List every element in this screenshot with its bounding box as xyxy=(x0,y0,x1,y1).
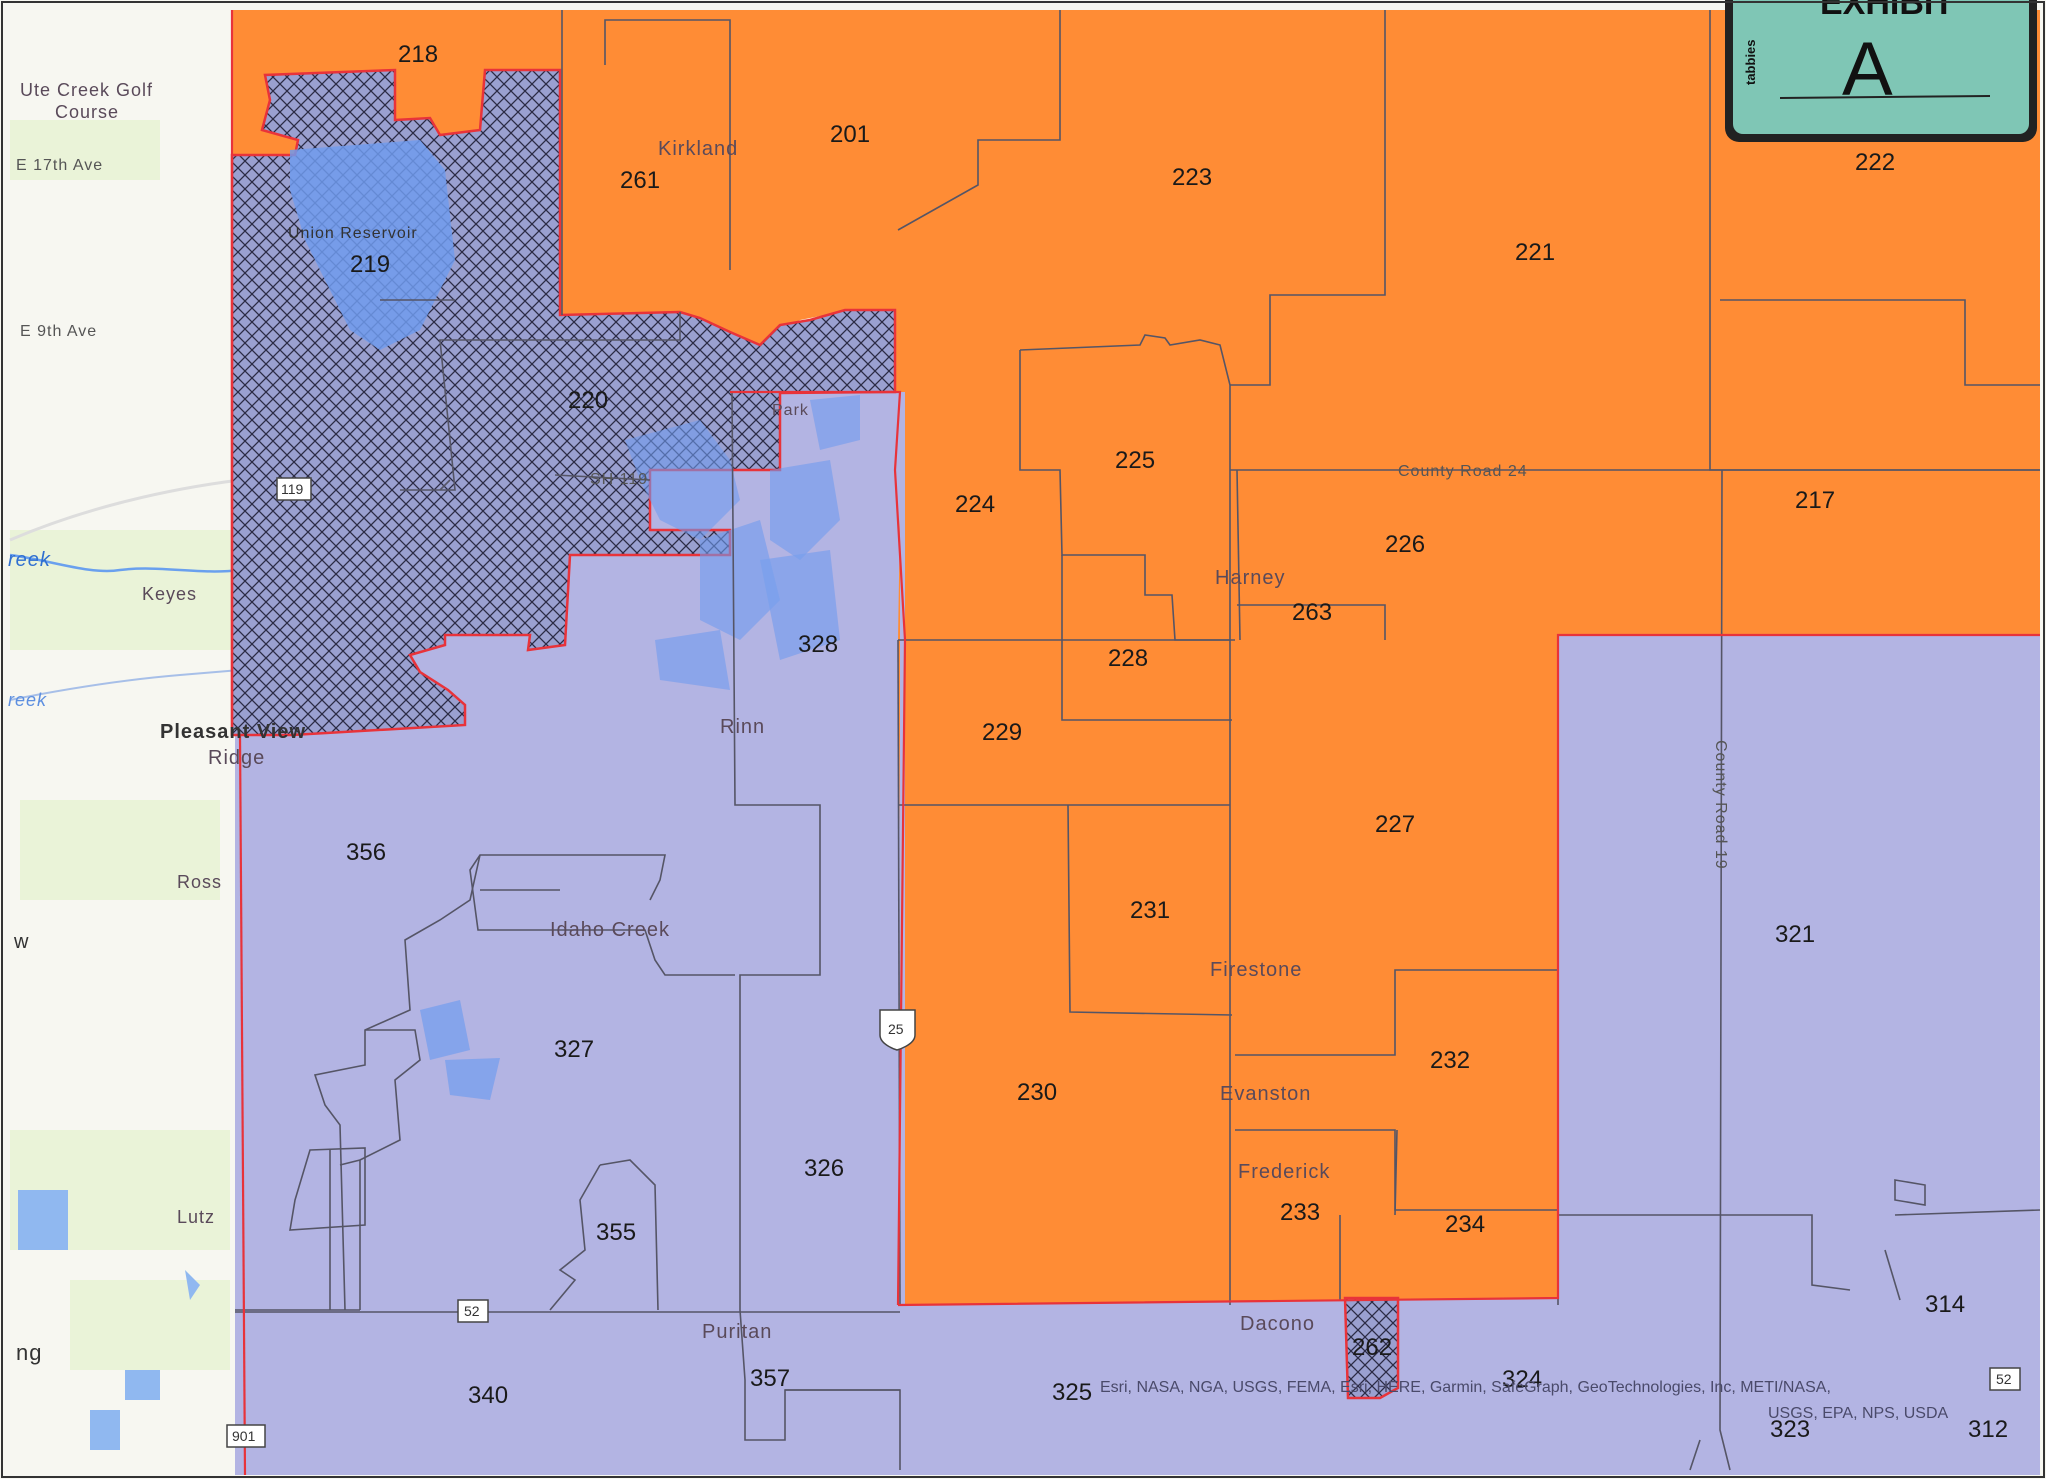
exhibit-signature-line xyxy=(1779,95,1991,99)
precinct-label-323: 323 xyxy=(1770,1416,1810,1443)
precinct-label-219: 219 xyxy=(350,251,390,278)
precinct-label-314: 314 xyxy=(1925,1291,1965,1318)
svg-text:25: 25 xyxy=(888,1021,904,1037)
road-county-24: County Road 24 xyxy=(1398,463,1528,480)
place-lutz: Lutz xyxy=(177,1207,215,1227)
shield-25 xyxy=(879,1009,916,1051)
place-dacono: Dacono xyxy=(1240,1313,1315,1335)
svg-text:52: 52 xyxy=(1996,1371,2012,1387)
svg-text:119: 119 xyxy=(281,481,304,497)
precinct-label-225: 225 xyxy=(1115,447,1155,474)
shield-119 xyxy=(276,477,312,501)
place-harney: Harney xyxy=(1215,567,1285,589)
precinct-label-226: 226 xyxy=(1385,531,1425,558)
attribution-line-2: USGS, EPA, NPS, USDA xyxy=(1768,1405,1949,1422)
place-ute-creek-1: Ute Creek Golf xyxy=(20,80,153,100)
precinct-label-262: 262 xyxy=(1352,1334,1392,1361)
place-park: Park xyxy=(772,402,809,419)
precinct-label-217: 217 xyxy=(1795,487,1835,514)
precinct-label-230: 230 xyxy=(1017,1079,1057,1106)
precinct-boundaries xyxy=(235,10,2041,1471)
precinct-label-232: 232 xyxy=(1430,1047,1470,1074)
place-kirkland: Kirkland xyxy=(658,138,738,160)
precinct-label-327: 327 xyxy=(554,1036,594,1063)
precinct-label-233: 233 xyxy=(1280,1199,1320,1226)
precinct-label-326: 326 xyxy=(804,1155,844,1182)
basemap-creek xyxy=(9,553,241,573)
place-union-reservoir: Union Reservoir xyxy=(288,225,418,242)
basemap-water xyxy=(18,1190,200,1450)
precinct-label-234: 234 xyxy=(1445,1211,1485,1238)
svg-text:52: 52 xyxy=(464,1303,480,1319)
precinct-label-228: 228 xyxy=(1108,645,1148,672)
precinct-label-328: 328 xyxy=(798,631,838,658)
basemap-creek-2 xyxy=(9,669,241,701)
precinct-label-312: 312 xyxy=(1968,1416,2008,1443)
precinct-label-201: 201 xyxy=(830,121,870,148)
precinct-label-355: 355 xyxy=(596,1219,636,1246)
place-labels: Ute Creek Golf Course Kirkland Union Res… xyxy=(8,80,1330,1365)
shield-52-east xyxy=(1989,1367,2021,1391)
svg-text:901: 901 xyxy=(232,1428,256,1444)
precinct-label-223: 223 xyxy=(1172,164,1212,191)
place-ute-creek-2: Course xyxy=(55,102,119,122)
precinct-label-222: 222 xyxy=(1855,149,1895,176)
place-firestone: Firestone xyxy=(1210,959,1302,981)
place-creek-1: reek xyxy=(8,549,51,571)
red-boundaries xyxy=(230,10,2040,1476)
orange-zone-north xyxy=(232,10,2040,1305)
precinct-label-224: 224 xyxy=(955,491,995,518)
map-attribution: Esri, NASA, NGA, USGS, FEMA, Esri, HERE,… xyxy=(1100,1379,1949,1422)
shield-52-west xyxy=(457,1299,489,1323)
place-rinn: Rinn xyxy=(720,716,765,738)
place-keyes: Keyes xyxy=(142,584,197,604)
attribution-line-1: Esri, NASA, NGA, USGS, FEMA, Esri, HERE,… xyxy=(1100,1379,1831,1396)
place-frederick: Frederick xyxy=(1238,1161,1330,1183)
road-county-19: County Road 19 xyxy=(1712,740,1729,870)
precinct-label-229: 229 xyxy=(982,719,1022,746)
exhibit-title: EXHIBIT xyxy=(1820,0,1954,22)
precinct-label-321: 321 xyxy=(1775,921,1815,948)
road-sh119: SH 119 xyxy=(590,471,648,488)
road-e9th: E 9th Ave xyxy=(20,323,97,340)
precinct-label-263: 263 xyxy=(1292,599,1332,626)
precinct-label-325: 325 xyxy=(1052,1379,1092,1406)
precinct-label-356: 356 xyxy=(346,839,386,866)
precinct-label-324: 324 xyxy=(1502,1366,1542,1393)
basemap-road xyxy=(9,478,241,542)
place-puritan: Puritan xyxy=(702,1321,772,1343)
place-evanston: Evanston xyxy=(1220,1083,1311,1105)
precinct-label-340: 340 xyxy=(468,1382,508,1409)
place-pleasant-view-1: Pleasant View xyxy=(160,721,306,743)
precinct-label-218: 218 xyxy=(398,41,438,68)
exhibit-sticker: EXHIBIT A tabbies xyxy=(1725,0,2037,142)
water-bodies xyxy=(290,140,860,1100)
precinct-label-357: 357 xyxy=(750,1365,790,1392)
precinct-labels: 218 201 261 223 222 221 219 220 225 224 217 226 263 3… xyxy=(346,41,2008,1443)
road-e17th: E 17th Ave xyxy=(16,157,103,174)
exhibit-brand: tabbies xyxy=(1743,39,1758,85)
place-edge-w: w xyxy=(13,931,29,953)
place-edge-ng: ng xyxy=(16,1340,42,1365)
precinct-label-227: 227 xyxy=(1375,811,1415,838)
hatched-zone-262[interactable] xyxy=(1343,1296,1400,1400)
precinct-label-261: 261 xyxy=(620,167,660,194)
place-ross: Ross xyxy=(177,872,222,892)
exhibit-letter: A xyxy=(1842,27,1893,112)
precinct-label-221: 221 xyxy=(1515,239,1555,266)
shield-901 xyxy=(226,1424,266,1448)
precinct-label-231: 231 xyxy=(1130,897,1170,924)
highway-shields: 119 25 52 52 901 xyxy=(226,477,2021,1448)
road-labels: E 17th Ave E 9th Ave SH 119 County Road … xyxy=(16,157,1729,870)
place-idaho-creek: Idaho Creek xyxy=(550,919,670,941)
place-pleasant-view-2: Ridge xyxy=(208,747,265,769)
place-creek-2: reek xyxy=(8,690,47,710)
precinct-label-220: 220 xyxy=(568,387,608,414)
